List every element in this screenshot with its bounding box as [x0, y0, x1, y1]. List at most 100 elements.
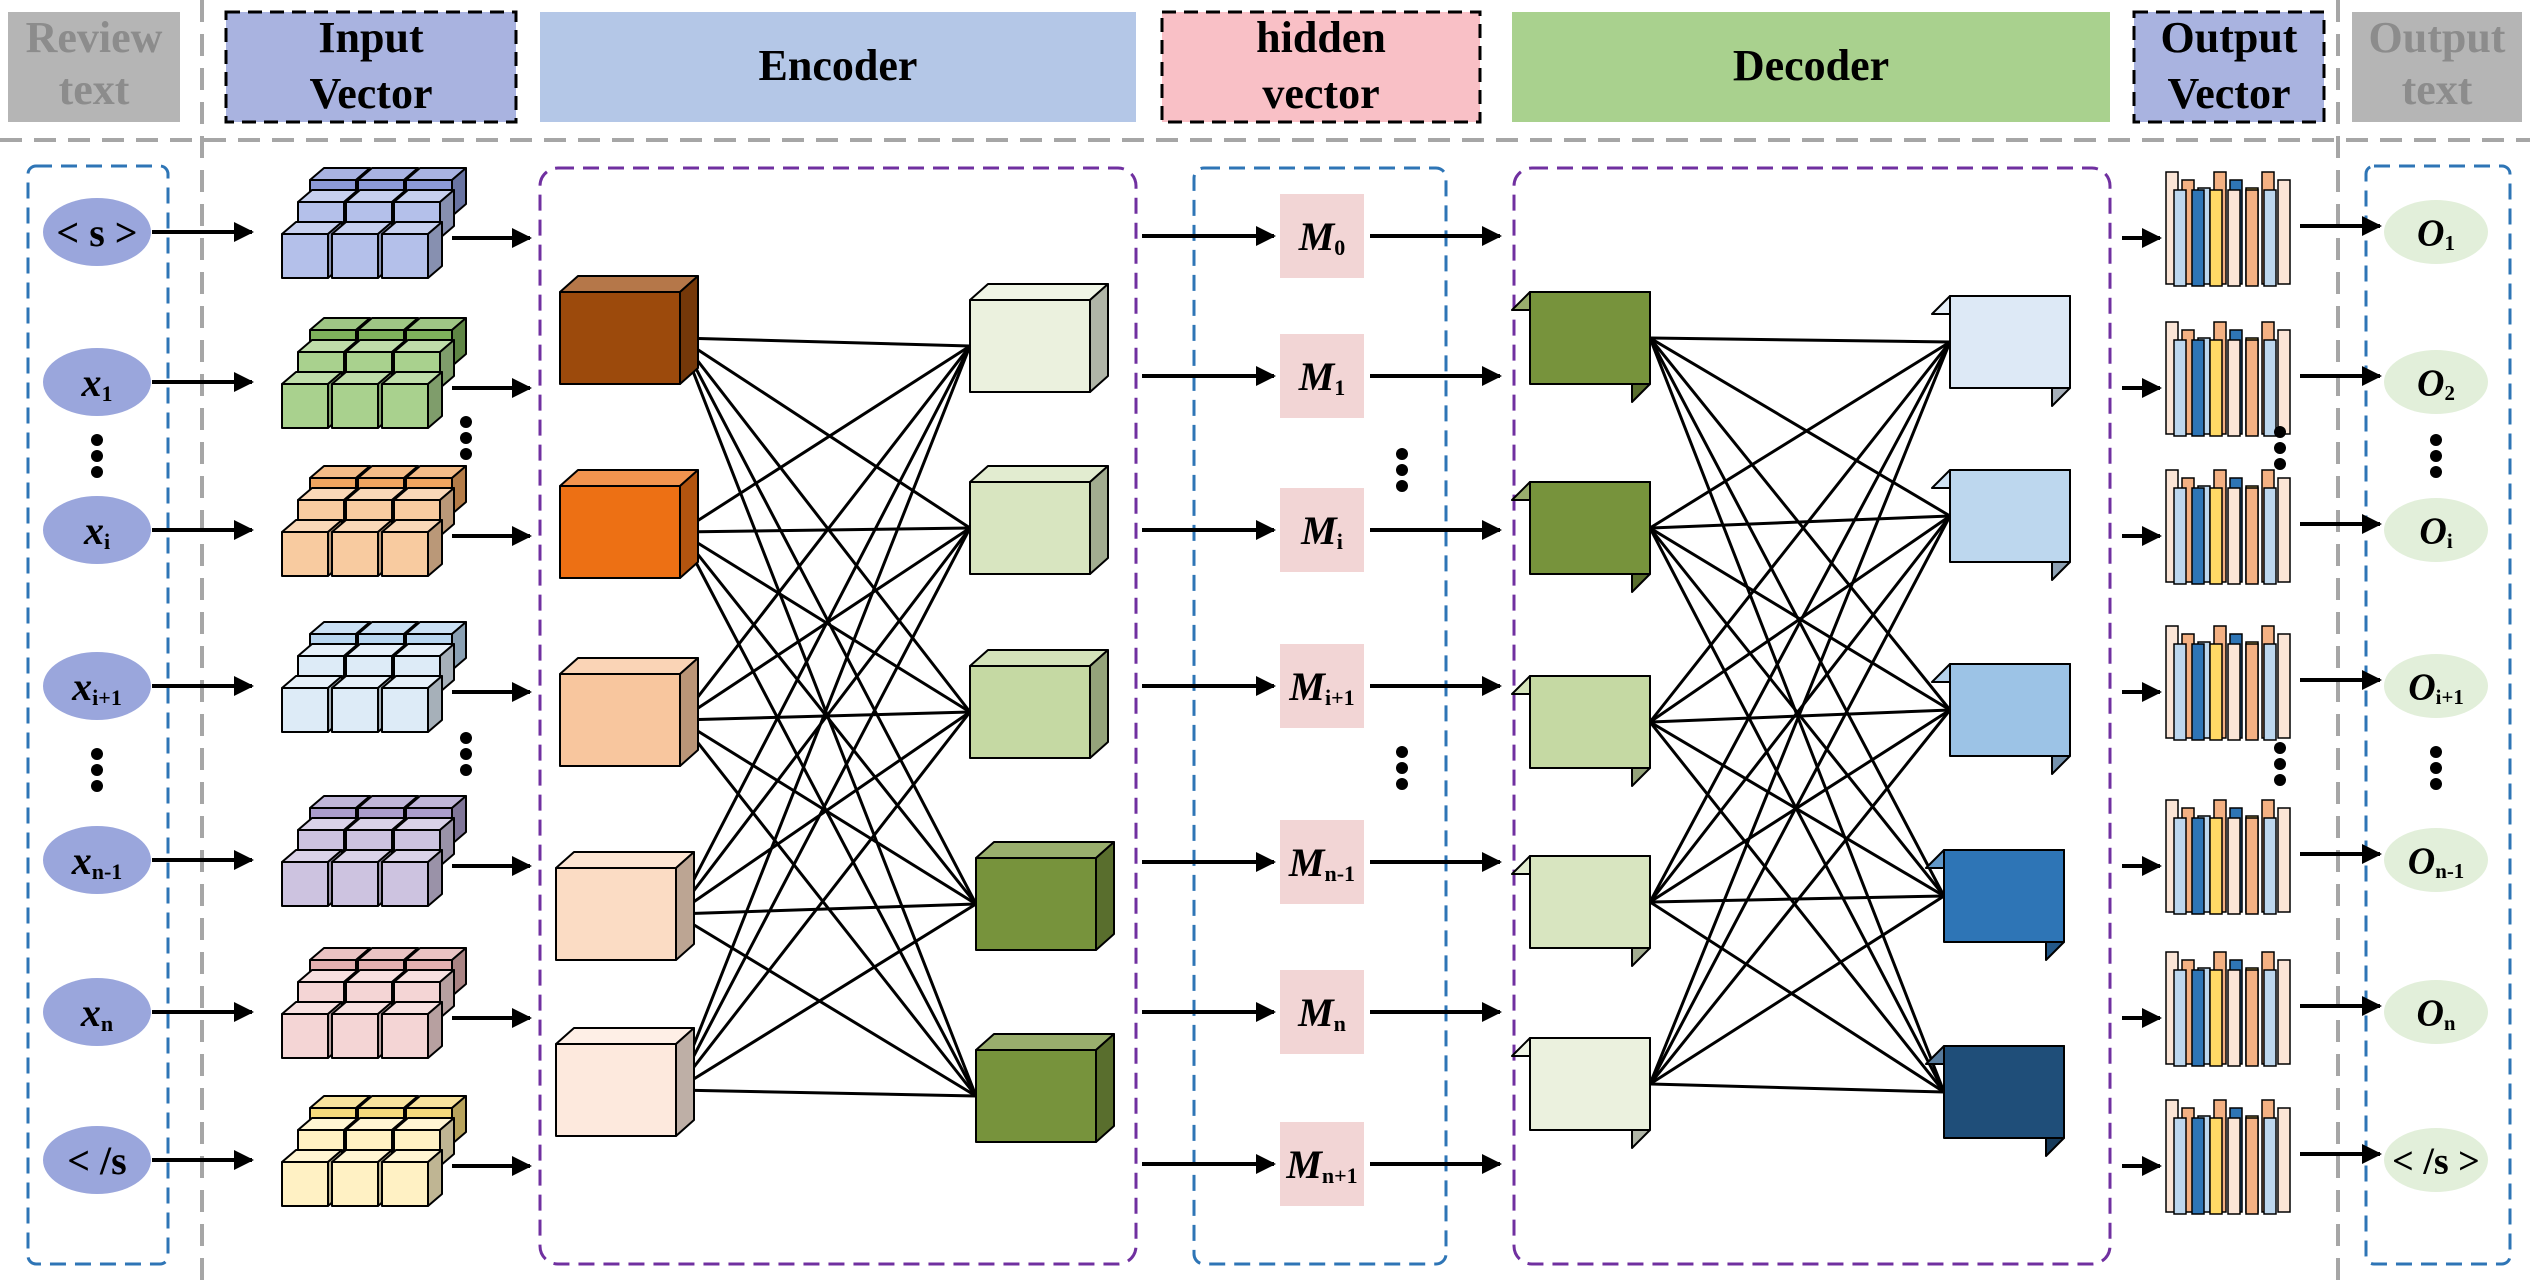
output-token-label-main: < /s > [2392, 1140, 2480, 1182]
output-bar [2277, 477, 2291, 583]
output-token-label: On-1 [2408, 840, 2464, 883]
header-output-vector-line1: Output [2161, 13, 2298, 62]
header-input-vector-line2: Vector [310, 69, 433, 118]
ellipsis-dot [460, 432, 472, 444]
ellipsis-dot [460, 764, 472, 776]
decoder-link [1649, 340, 1951, 530]
output-bar [2277, 329, 2291, 435]
output-bar-cluster [2165, 799, 2291, 915]
header-input-vector: Input Vector [224, 10, 518, 124]
decoder-link [1649, 514, 1951, 530]
header-output-vector-line2: Vector [2168, 69, 2291, 118]
input-token-label-sub: n-1 [92, 859, 123, 884]
decoder-link [1648, 721, 1946, 1093]
output-token-label: O2 [2417, 362, 2455, 405]
encoder-input-node [559, 275, 699, 385]
header-output-text: Output text [2352, 12, 2522, 122]
input-token-label-sub: i+1 [92, 685, 122, 710]
decoder-output-node [1931, 663, 2071, 775]
embedding-cube-cluster [281, 795, 467, 907]
output-token-label-main: O [2408, 840, 2435, 882]
output-bar [2277, 633, 2291, 739]
output-token-oval [2384, 350, 2488, 414]
ellipsis-dot [1396, 746, 1408, 758]
output-token-oval [2384, 200, 2488, 264]
output-token-label: Oi+1 [2408, 666, 2464, 709]
embedding-cube [331, 371, 393, 429]
embedding-cube [381, 849, 443, 907]
output-token-label-sub: i [2447, 529, 2453, 553]
header-decoder-label: Decoder [1733, 41, 1889, 90]
encoder-input-node [555, 851, 695, 961]
input-token-label: xn [80, 990, 113, 1036]
header-output-text-line2: text [2402, 65, 2473, 114]
input-token-label: x1 [81, 360, 113, 406]
output-bar [2245, 817, 2259, 915]
ellipsis-dot [91, 764, 103, 776]
header-review-text-line2: text [59, 65, 130, 114]
output-token-label: Oi [2419, 510, 2452, 553]
input-token-label-main: x [71, 664, 92, 709]
ellipsis-dot [91, 450, 103, 462]
encoder-output-node [969, 649, 1109, 759]
encoder-link [675, 912, 977, 1098]
decoder-link [1649, 708, 1951, 904]
hidden-vector-cell [1280, 820, 1364, 904]
encoder-link [675, 902, 977, 1092]
ellipsis-dot [2430, 434, 2442, 446]
output-bar [2227, 969, 2241, 1067]
output-bar [2191, 817, 2205, 915]
input-token-label-sub: n [101, 1011, 113, 1036]
output-token-label-sub: n-1 [2435, 859, 2464, 883]
hidden-vector-label: Mi [1300, 508, 1343, 554]
output-bar [2277, 807, 2291, 913]
header-encoder: Encoder [540, 12, 1136, 122]
decoder-input-node [1511, 481, 1651, 593]
output-token-label-main: O [2419, 510, 2446, 552]
output-bar [2245, 189, 2259, 287]
decoder-link [1649, 336, 1951, 518]
output-bar [2263, 817, 2277, 915]
output-bar [2191, 1117, 2205, 1215]
output-bar [2191, 643, 2205, 741]
output-token-label: O1 [2417, 212, 2455, 255]
output-bar [2173, 817, 2187, 915]
header-output-vector: Output Vector [2132, 10, 2326, 124]
header-decoder: Decoder [1512, 12, 2110, 122]
input-token-oval [43, 826, 151, 894]
output-bar [2173, 189, 2187, 287]
decoder-network [1511, 291, 2071, 1157]
header-output-text-line1: Output [2369, 13, 2506, 62]
encoder-link [679, 336, 971, 348]
input-token-label-sub: i [104, 529, 110, 554]
decoder-link [1649, 1082, 1945, 1094]
output-bar [2227, 643, 2241, 741]
output-bar-cluster [2165, 625, 2291, 741]
encoder-link [679, 336, 971, 530]
output-token-oval [2384, 654, 2488, 718]
output-token-oval [2384, 1128, 2488, 1192]
output-bar [2245, 487, 2259, 585]
output-bar-cluster [2165, 171, 2291, 287]
embedding-cube-cluster [281, 1095, 467, 1207]
hidden-vector-label-main: M [1298, 214, 1336, 259]
decoder-output-node [1931, 469, 2071, 581]
hidden-vector-box [1192, 166, 1448, 1266]
encoder-link [674, 345, 972, 915]
encoder-link [678, 337, 972, 713]
input-token-label-main: < /s [67, 1138, 126, 1183]
hidden-vector-label-main: M [1298, 354, 1336, 399]
embedding-cube [393, 487, 455, 537]
ellipsis-dot [2430, 450, 2442, 462]
output-bar [2227, 339, 2241, 437]
input-token-oval [43, 198, 151, 266]
hidden-vector-cell [1280, 1122, 1364, 1206]
encoder-link [679, 718, 977, 906]
decoder-link [1648, 341, 1952, 903]
ellipsis-dot [2274, 426, 2286, 438]
hidden-vector-label: Mi+1 [1288, 664, 1354, 710]
decoder-link [1649, 336, 1951, 344]
ellipsis-dot [91, 780, 103, 792]
